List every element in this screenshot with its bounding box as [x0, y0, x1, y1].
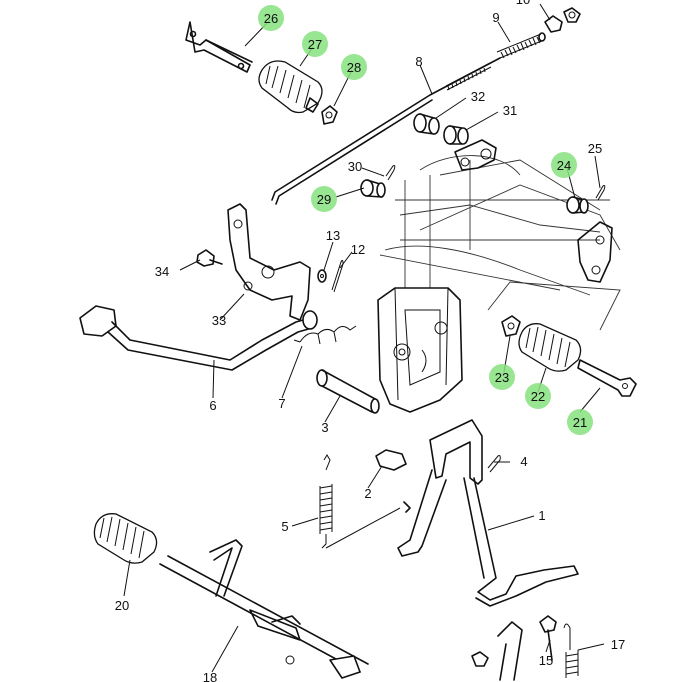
footrest-bracket-right — [577, 221, 613, 283]
part-30-cotter-pin — [385, 165, 396, 181]
callout-2: 2 — [364, 486, 371, 501]
callout-34: 34 — [155, 264, 169, 279]
part-29-pin — [360, 179, 386, 198]
part-8-brake-rod — [271, 57, 501, 205]
callout-33: 33 — [212, 313, 226, 328]
part-12-cotter-pin — [331, 259, 344, 293]
callout-12: 12 — [351, 242, 365, 257]
callout-18: 18 — [203, 670, 217, 682]
part-26-footrest-bracket-rod — [185, 21, 253, 73]
callout-28: 28 — [347, 60, 361, 75]
highlight-24 — [551, 152, 577, 178]
callout-highlights — [258, 5, 593, 435]
callout-27: 27 — [308, 37, 322, 52]
callout-31: 31 — [503, 103, 517, 118]
part-34-bolt — [196, 249, 223, 267]
assembly-box-right — [487, 281, 621, 331]
callout-9: 9 — [492, 10, 499, 25]
part-7-return-spring — [293, 325, 357, 345]
callout-13: 13 — [326, 228, 340, 243]
callout-20: 20 — [115, 598, 129, 613]
part-18-footrest-bar — [159, 539, 369, 679]
stand-mount-bracket — [377, 287, 463, 413]
part-10-nut — [544, 7, 581, 33]
part-32-bush — [413, 113, 440, 135]
part-2-stopper — [375, 449, 407, 471]
part-6-brake-pedal — [79, 305, 318, 371]
callout-26: 26 — [264, 11, 278, 26]
callout-24: 24 — [557, 158, 571, 173]
highlight-23 — [489, 364, 515, 390]
side-stand-bottom — [471, 621, 523, 681]
part-28-washer — [321, 105, 338, 125]
part-27-footrest-rubber — [258, 60, 323, 114]
callout-1: 1 — [538, 508, 545, 523]
callout-5: 5 — [281, 519, 288, 534]
highlight-22 — [525, 383, 551, 409]
callout-15: 15 — [539, 653, 553, 668]
leader-lines — [123, 3, 605, 673]
frame-structure — [379, 155, 621, 300]
callout-17: 17 — [611, 637, 625, 652]
part-31-bush — [443, 125, 469, 145]
part-9-spring — [496, 32, 546, 59]
callout-6: 6 — [209, 398, 216, 413]
callout-labels: 26 27 28 8 9 10 32 31 30 29 24 25 13 12 … — [115, 0, 625, 682]
part-5-stand-spring — [319, 454, 333, 549]
callout-22: 22 — [531, 389, 545, 404]
callout-30: 30 — [348, 159, 362, 174]
part-3-shaft — [316, 369, 380, 414]
callout-21: 21 — [573, 415, 587, 430]
part-1-center-stand — [397, 419, 579, 607]
part-22-footrest-rubber — [518, 323, 582, 372]
callout-8: 8 — [415, 54, 422, 69]
callout-25: 25 — [588, 141, 602, 156]
callout-32: 32 — [471, 89, 485, 104]
part-13-washer — [317, 269, 327, 283]
part-15-bolt — [539, 615, 557, 661]
part-33-pedal-bracket — [227, 203, 311, 321]
callout-10: 10 — [516, 0, 530, 7]
pivot-bracket-upper — [454, 139, 497, 171]
highlight-27 — [302, 31, 328, 57]
part-25-cotter-pin — [595, 185, 606, 201]
part-23-washer — [501, 315, 521, 337]
highlight-28 — [341, 54, 367, 80]
part-17-spring — [563, 623, 579, 678]
callout-3: 3 — [321, 420, 328, 435]
callout-23: 23 — [495, 370, 509, 385]
callout-29: 29 — [317, 192, 331, 207]
highlight-21 — [567, 409, 593, 435]
part-21-footrest-bracket-rod — [577, 359, 637, 397]
highlight-29 — [311, 186, 337, 212]
highlight-26 — [258, 5, 284, 31]
part-24-pin — [566, 196, 589, 214]
callout-7: 7 — [278, 396, 285, 411]
part-4-cotter-pin — [487, 455, 501, 473]
callout-4: 4 — [520, 454, 527, 469]
part-20-footrest-rubber — [93, 513, 158, 564]
